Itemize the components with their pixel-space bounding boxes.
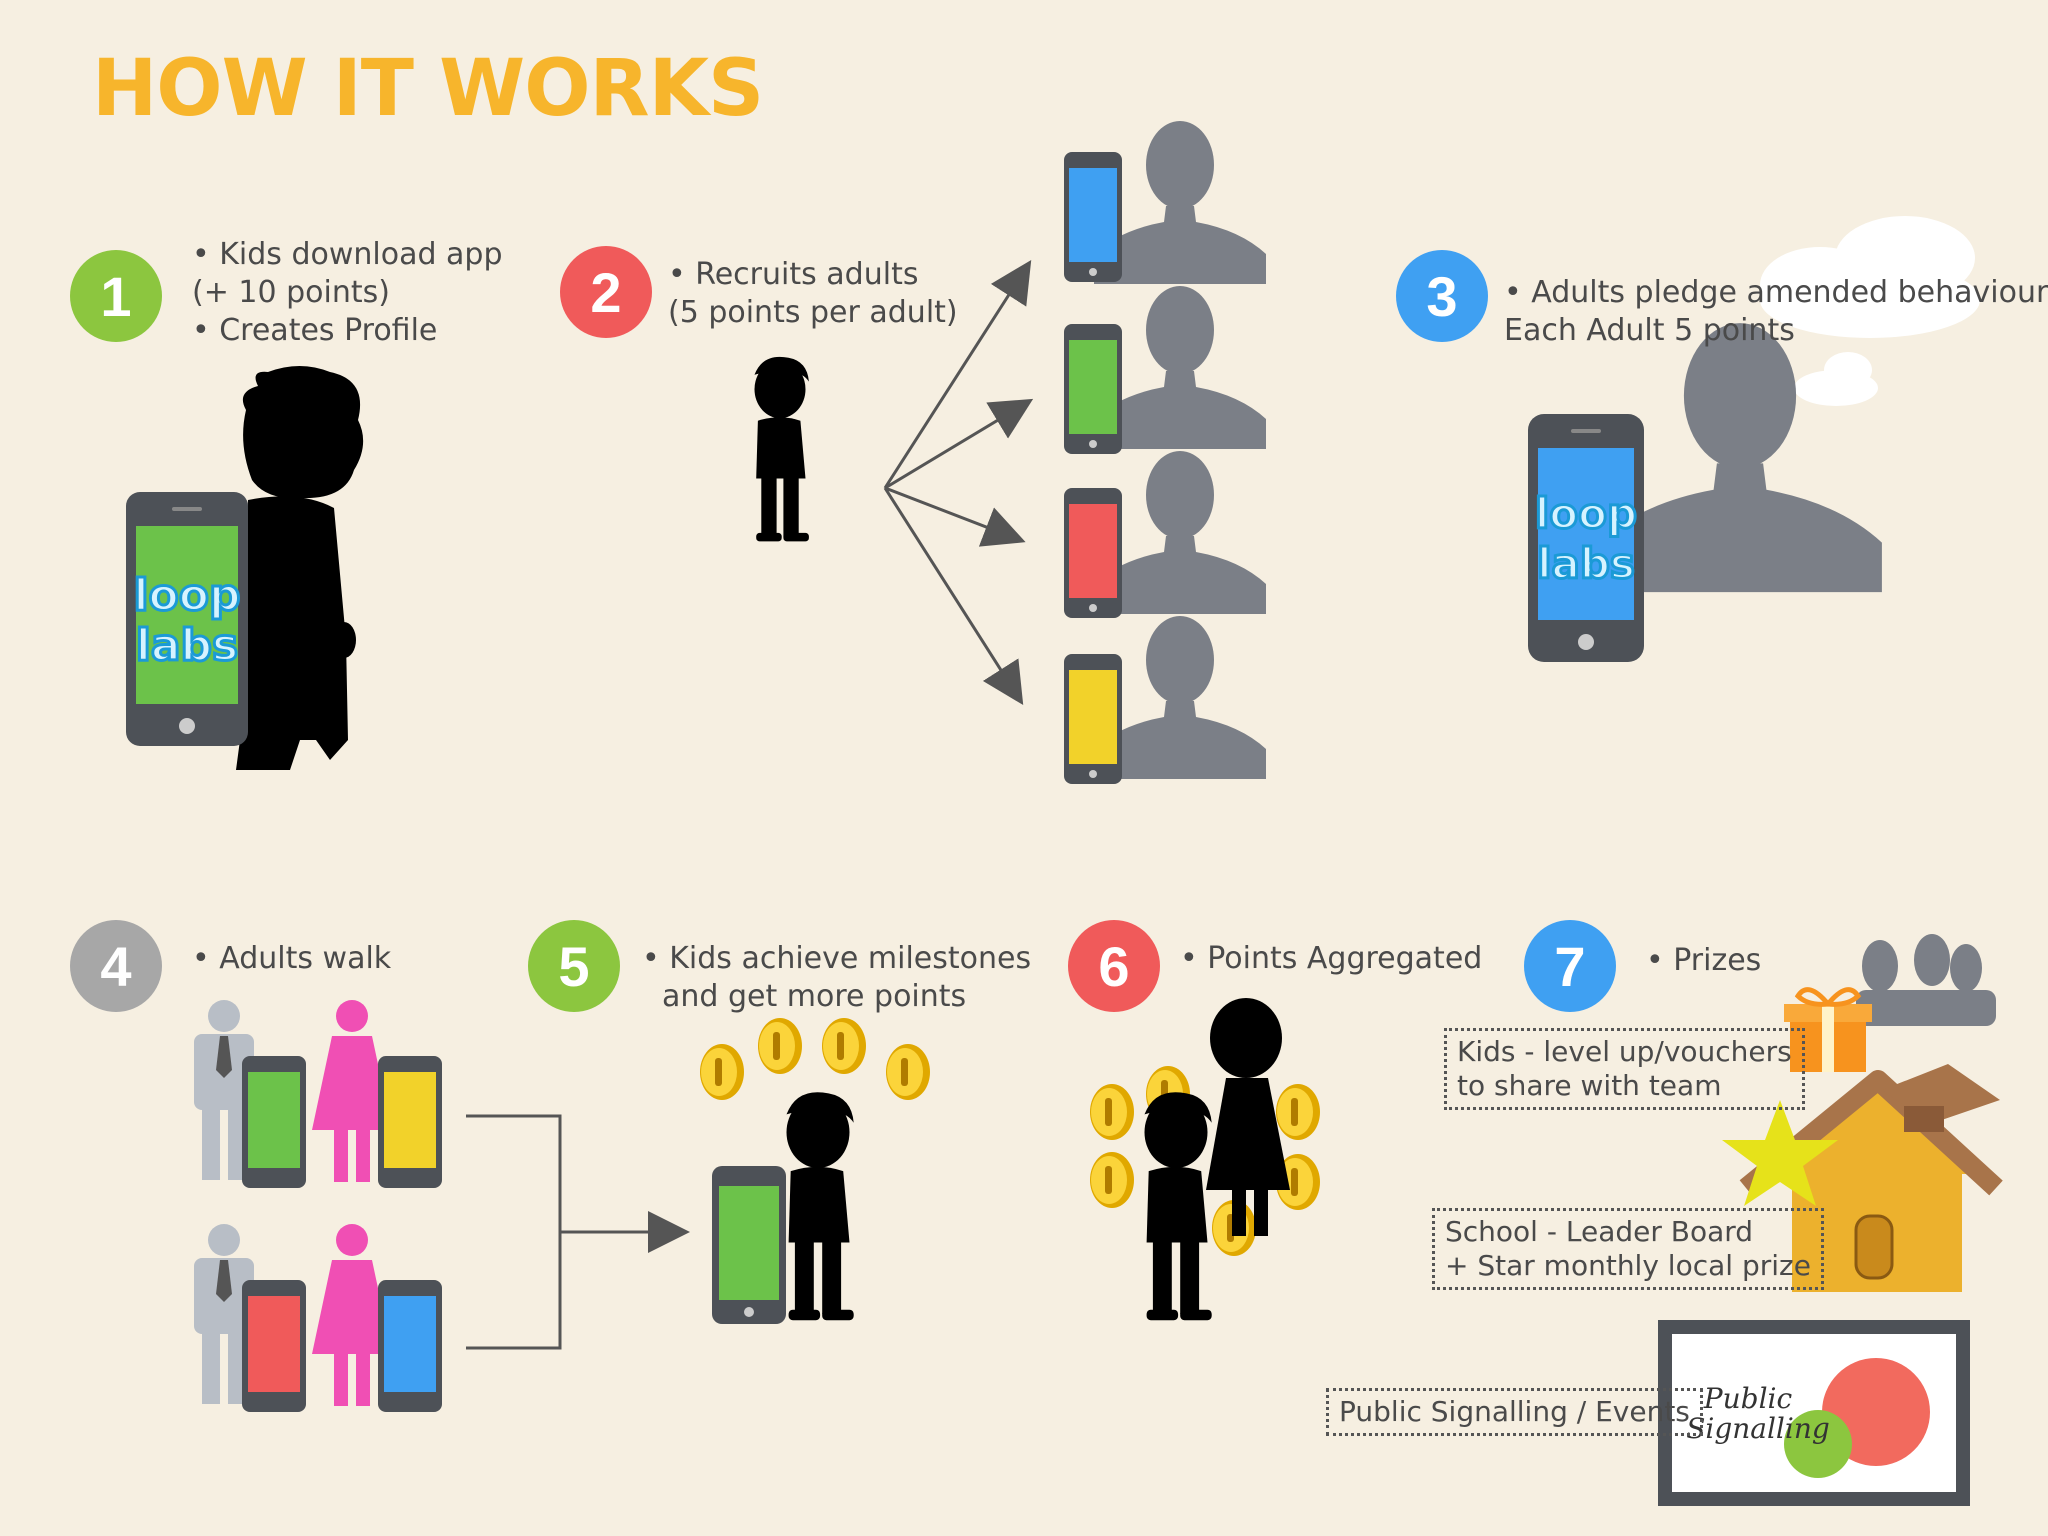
app-logo-text-2: labs — [136, 620, 238, 671]
step-3-badge: 3 — [1396, 250, 1488, 342]
cloud-icon — [1760, 216, 1980, 338]
step-2-line-1: • Recruits adults — [668, 257, 919, 292]
app-logo-text-2: labs — [1537, 539, 1635, 588]
public-signalling-sign: Public Signalling — [1658, 1320, 1970, 1506]
child-silhouette-icon — [754, 356, 809, 542]
coin-icon — [822, 1018, 866, 1074]
prize-kids-box: Kids - level up/vouchers to share with t… — [1444, 1028, 1805, 1110]
group-silhouette-icon — [1856, 934, 1996, 1026]
step-6-illustration — [1090, 998, 1320, 1321]
step-6-line-1: • Points Aggregated — [1180, 941, 1483, 976]
step-3-text: • Adults pledge amended behaviour Each A… — [1504, 274, 2048, 350]
phone-icon — [378, 1280, 442, 1412]
step-1-line-1: • Kids download app — [192, 237, 503, 272]
step-2-text: • Recruits adults (5 points per adult) — [668, 256, 958, 332]
step-3-illustration: loop labs — [1528, 216, 1980, 662]
phone-icon — [1064, 488, 1122, 618]
child-silhouette-icon — [236, 366, 364, 770]
step-1-badge: 1 — [70, 250, 162, 342]
page-title: HOW IT WORKS — [92, 44, 764, 134]
coin-icon — [700, 1044, 744, 1100]
step-1-illustration: loop labs — [126, 366, 364, 770]
arrow-icon — [884, 398, 1034, 490]
coin-icon — [1090, 1084, 1134, 1140]
step-1-text: • Kids download app (+ 10 points) • Crea… — [192, 236, 503, 350]
app-logo-text-1: loop — [1535, 489, 1637, 538]
step-3-line-2: Each Adult 5 points — [1504, 313, 1795, 348]
prize-public-box: Public Signalling / Events — [1326, 1388, 1703, 1436]
step-4-badge: 4 — [70, 920, 162, 1012]
step-5-illustration — [700, 1018, 930, 1324]
coin-icon — [886, 1044, 930, 1100]
girl-silhouette-icon — [1206, 998, 1290, 1236]
child-silhouette-icon — [786, 1092, 854, 1321]
sign-text-2: Signalling — [1686, 1412, 1830, 1445]
step-6-text: • Points Aggregated — [1180, 940, 1482, 978]
arrow-icon — [884, 486, 1026, 547]
step-2-line-2: (5 points per adult) — [668, 295, 958, 330]
step-5-line-1: • Kids achieve milestones — [642, 941, 1032, 976]
coin-icon — [758, 1018, 802, 1074]
prize-school-line-1: School - Leader Board — [1445, 1215, 1754, 1248]
step-6-badge: 6 — [1068, 920, 1160, 1012]
prize-kids-line-2: to share with team — [1457, 1069, 1722, 1102]
step-5-badge: 5 — [528, 920, 620, 1012]
step-2-illustration — [754, 121, 1266, 784]
prize-kids-line-1: Kids - level up/vouchers — [1457, 1035, 1792, 1068]
phone-icon: loop labs — [126, 492, 248, 746]
graduation-cap-icon — [1882, 1064, 2000, 1132]
step-5-text: • Kids achieve milestones and get more p… — [642, 940, 1031, 1016]
step-1-line-3: • Creates Profile — [192, 313, 438, 348]
app-logo-text-1: loop — [133, 570, 240, 621]
merge-connector — [466, 1114, 690, 1350]
arrow-icon — [883, 487, 1024, 706]
walking-pair-bottom — [194, 1224, 442, 1412]
step-3-line-1: • Adults pledge amended behaviour — [1504, 275, 2048, 310]
phone-icon: loop labs — [1528, 414, 1644, 662]
step-4-illustration — [194, 1000, 690, 1412]
step-7-badge: 7 — [1524, 920, 1616, 1012]
child-silhouette-icon — [1144, 1092, 1212, 1321]
step-7-illustration: Public Signalling — [1658, 934, 2003, 1506]
prize-school-box: School - Leader Board + Star monthly loc… — [1432, 1208, 1824, 1290]
arrow-icon — [883, 259, 1032, 489]
coin-icon — [1276, 1084, 1320, 1140]
phone-icon — [1064, 152, 1122, 282]
cloud-icon — [1794, 352, 1878, 406]
phone-icon — [242, 1056, 306, 1188]
step-7-line-1: • Prizes — [1646, 943, 1762, 978]
step-4-line-1: • Adults walk — [192, 941, 392, 976]
recruit-arrows — [883, 259, 1034, 706]
step-1-line-2: (+ 10 points) — [192, 275, 390, 310]
star-icon — [1722, 1100, 1838, 1206]
phone-icon — [712, 1166, 786, 1324]
phone-icon — [242, 1280, 306, 1412]
coin-icon — [1090, 1152, 1134, 1208]
prize-public-line: Public Signalling / Events — [1339, 1395, 1690, 1428]
phone-icon — [1064, 324, 1122, 454]
phone-icon — [1064, 654, 1122, 784]
sign-text-1: Public — [1703, 1382, 1793, 1415]
step-4-text: • Adults walk — [192, 940, 391, 978]
phone-icon — [378, 1056, 442, 1188]
step-7-text: • Prizes — [1646, 942, 1761, 980]
prize-school-line-2: + Star monthly local prize — [1445, 1249, 1811, 1282]
step-5-line-2: and get more points — [662, 979, 967, 1014]
walking-pair-top — [194, 1000, 442, 1188]
step-2-badge: 2 — [560, 246, 652, 338]
